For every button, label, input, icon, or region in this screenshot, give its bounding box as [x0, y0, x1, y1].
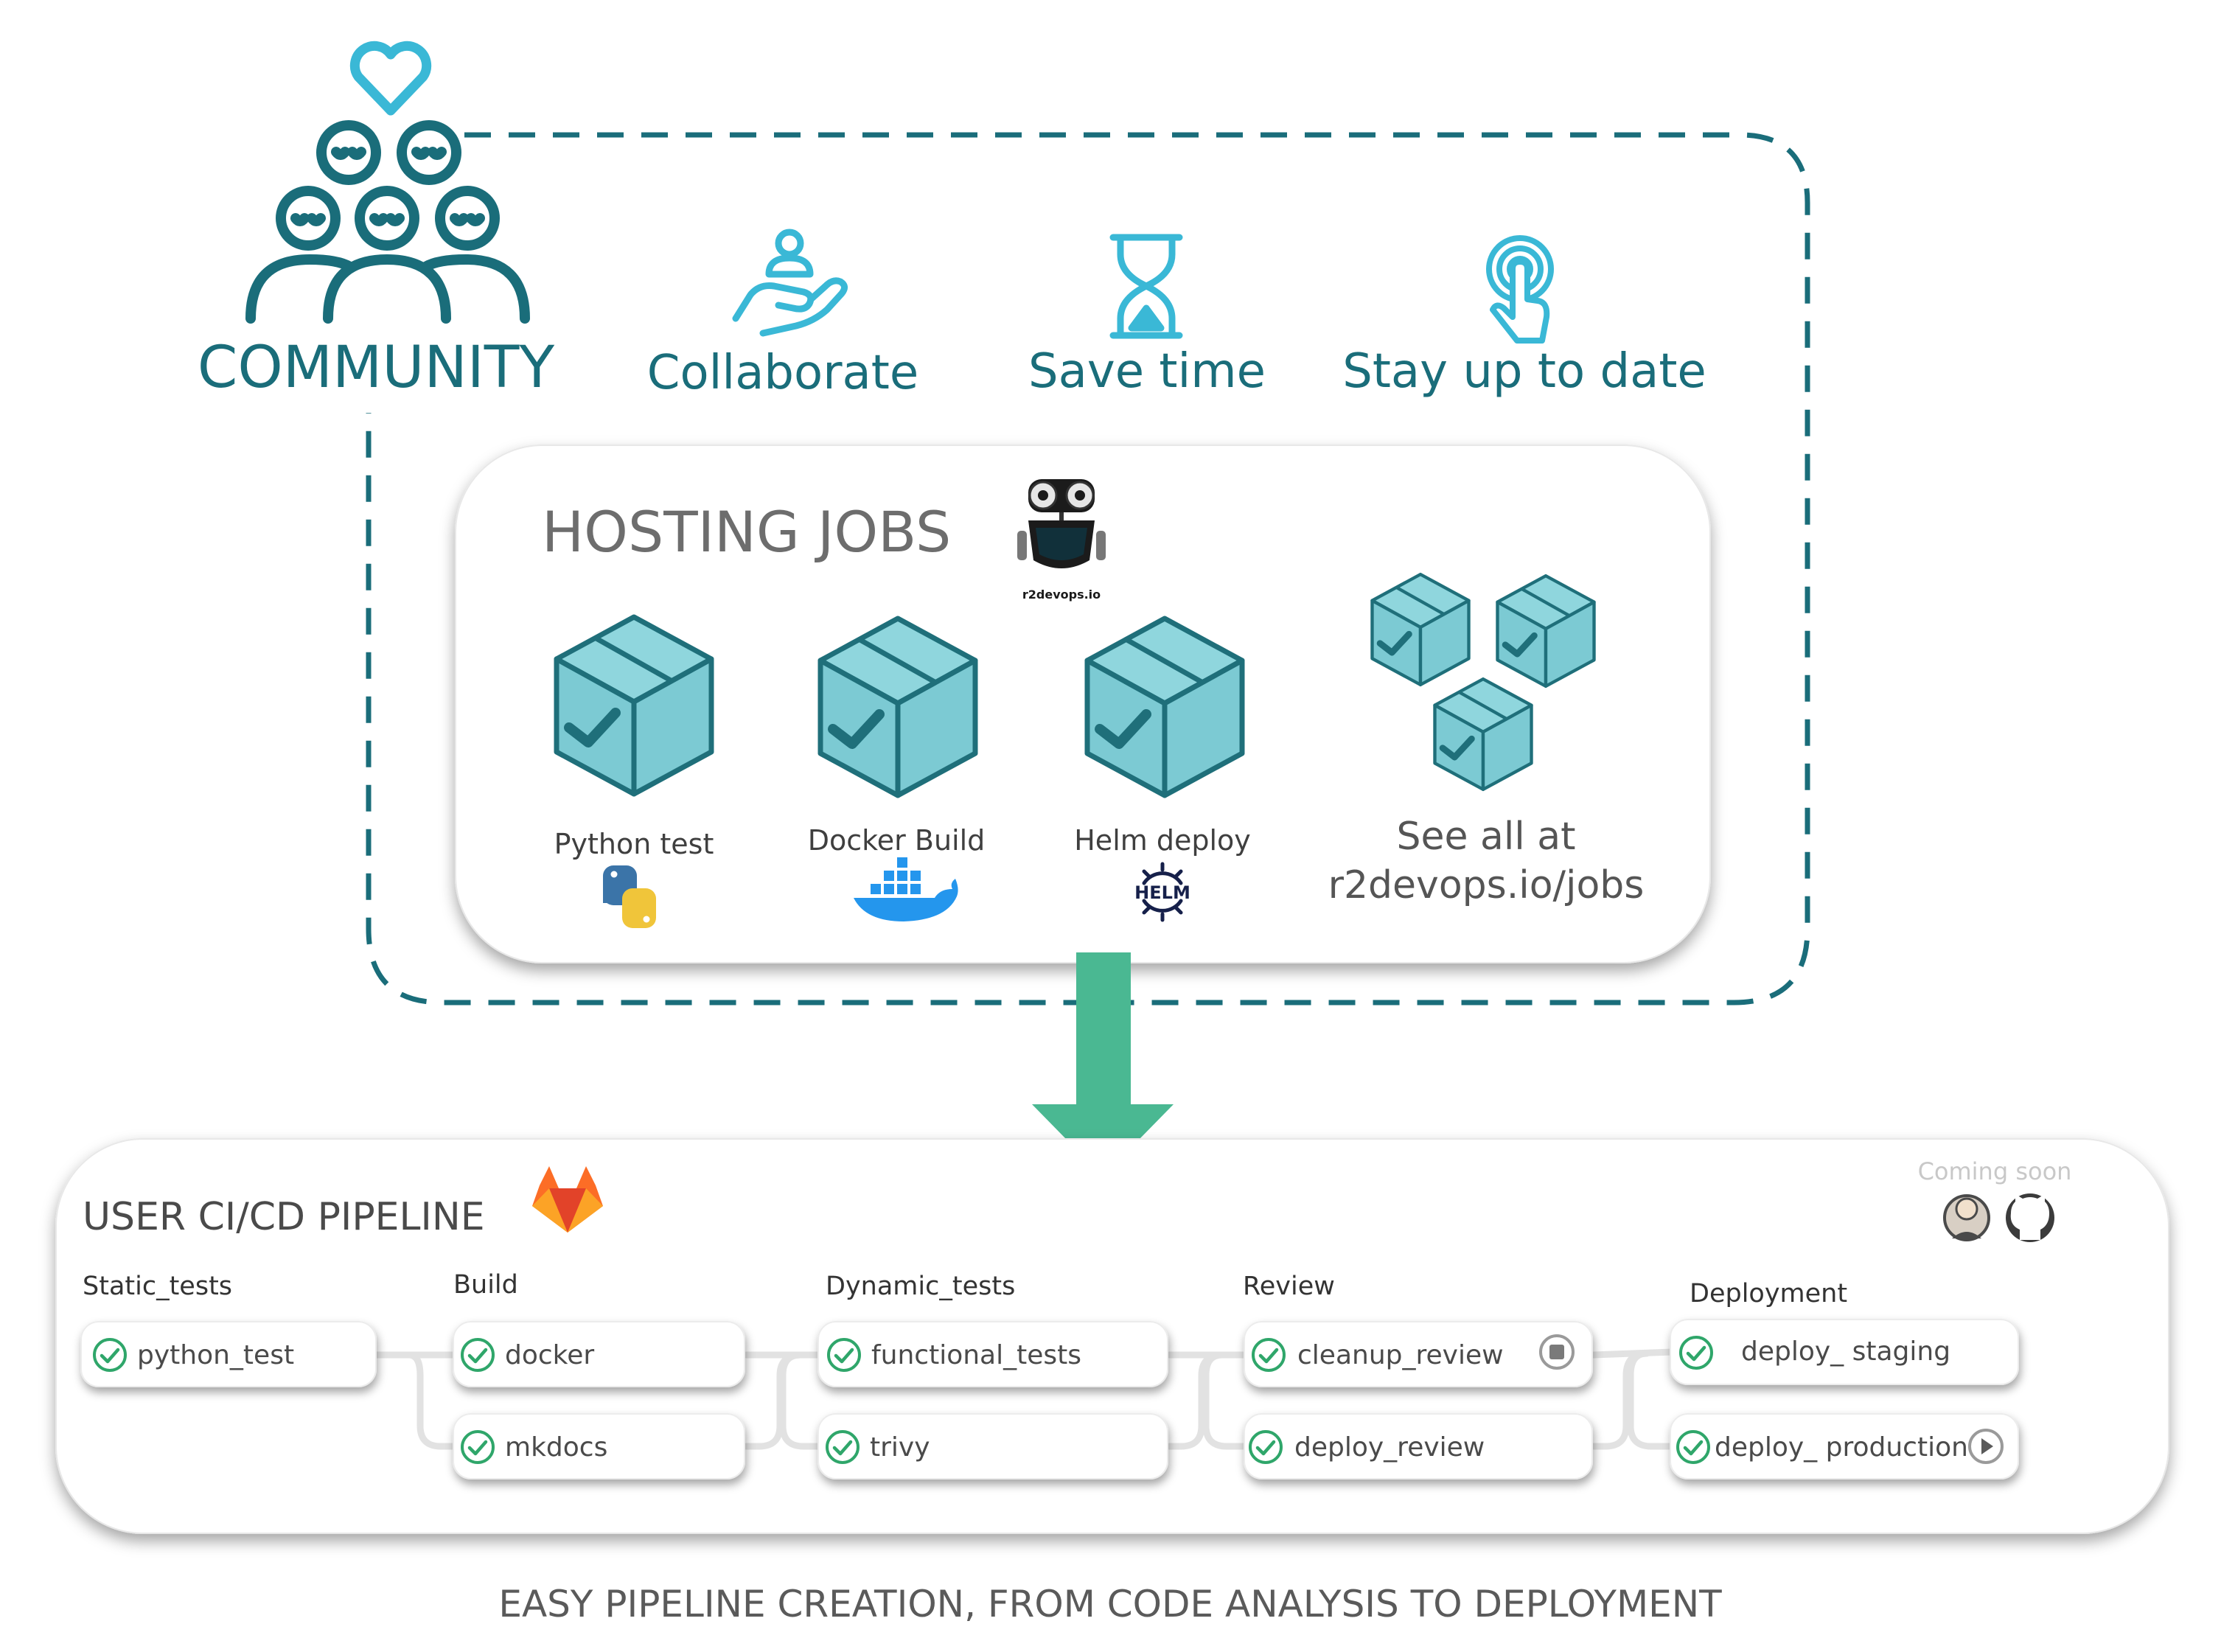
- see-all-line1: See all at: [1396, 815, 1575, 859]
- pipeline-job-mkdocs[interactable]: mkdocs: [453, 1413, 745, 1480]
- community-label: COMMUNITY: [198, 335, 555, 401]
- job-box-icon: [1087, 618, 1242, 795]
- community-people-icon: [245, 41, 530, 324]
- job-name: cleanup_review: [1297, 1340, 1504, 1370]
- benefit-save-time: Save time: [1028, 344, 1266, 399]
- job-box-icon: [557, 617, 711, 794]
- heart-icon: [349, 41, 432, 116]
- job-name: deploy_ production: [1715, 1432, 1968, 1463]
- stage-dynamic-tests: Dynamic_tests: [826, 1272, 1015, 1301]
- hosting-jobs-title: HOSTING JOBS: [542, 499, 951, 565]
- job-label-docker: Docker Build: [808, 824, 986, 857]
- stage-review: Review: [1243, 1272, 1335, 1301]
- job-name: python_test: [137, 1340, 294, 1370]
- stop-icon[interactable]: [1539, 1334, 1575, 1370]
- r2devops-robot-icon: [1017, 479, 1106, 568]
- job-name: functional_tests: [871, 1340, 1081, 1370]
- pipeline-job-python-test[interactable]: python_test: [80, 1321, 377, 1387]
- bottom-caption: EASY PIPELINE CREATION, FROM CODE ANALYS…: [498, 1583, 1722, 1625]
- pipeline-connectors: [371, 1348, 1676, 1450]
- benefits: Collaborate Save time Stay up to date: [647, 344, 1706, 400]
- stage-deployment: Deployment: [1690, 1279, 1847, 1308]
- touch-finger-icon: [1486, 235, 1554, 344]
- pipeline-title: USER CI/CD PIPELINE: [83, 1195, 485, 1239]
- community-dashed-border: [366, 132, 1810, 1006]
- stage-static-tests: Static_tests: [83, 1272, 232, 1301]
- pipeline-job-cleanup-review[interactable]: cleanup_review: [1244, 1321, 1593, 1387]
- hourglass-icon: [1109, 234, 1183, 339]
- pipeline-job-docker[interactable]: docker: [453, 1321, 745, 1387]
- pipeline-job-functional-tests[interactable]: functional_tests: [817, 1321, 1168, 1387]
- job-label-python: Python test: [554, 828, 714, 860]
- benefit-collaborate: Collaborate: [647, 346, 918, 400]
- pipeline-job-deploy-staging[interactable]: deploy_ staging: [1670, 1319, 2019, 1385]
- job-box-icon: [820, 618, 975, 795]
- jenkins-logo-icon: [1943, 1194, 1990, 1241]
- see-all-jobs-link[interactable]: r2devops.io/jobs: [1328, 863, 1645, 907]
- benefit-stay-up-to-date: Stay up to date: [1342, 344, 1706, 399]
- gitlab-logo-icon: [532, 1166, 603, 1233]
- hand-with-person-icon: [732, 229, 848, 337]
- github-logo-icon: [2006, 1193, 2054, 1242]
- play-icon[interactable]: [1968, 1429, 2004, 1464]
- job-name: docker: [505, 1340, 594, 1370]
- helm-logo-text: HELM: [1134, 882, 1190, 903]
- job-name: deploy_ staging: [1741, 1336, 1950, 1367]
- coming-soon-label: Coming soon: [1918, 1157, 2072, 1185]
- job-name: deploy_review: [1294, 1432, 1485, 1463]
- pipeline-job-deploy-production[interactable]: deploy_ production: [1670, 1413, 2019, 1480]
- pipeline-job-deploy-review[interactable]: deploy_review: [1244, 1413, 1593, 1480]
- see-all-line2: r2devops.io/jobs: [1328, 863, 1645, 907]
- docker-whale-icon: [854, 856, 958, 921]
- hosting-job-helm: Helm deploy HELM: [1074, 618, 1251, 922]
- helm-wheel-icon: [1142, 862, 1183, 922]
- python-logo-icon: [603, 865, 656, 928]
- pipeline-stage-headers: Static_tests Build Dynamic_tests Review …: [83, 1270, 1847, 1308]
- hosting-job-docker: Docker Build: [808, 618, 986, 921]
- job-label-helm: Helm deploy: [1074, 824, 1251, 857]
- stage-build: Build: [453, 1270, 518, 1300]
- job-name: trivy: [870, 1432, 930, 1463]
- job-name: mkdocs: [505, 1432, 607, 1463]
- hosting-job-python: Python test: [554, 617, 714, 928]
- pipeline-job-trivy[interactable]: trivy: [817, 1413, 1168, 1480]
- r2devops-robot-caption: r2devops.io: [1022, 588, 1101, 602]
